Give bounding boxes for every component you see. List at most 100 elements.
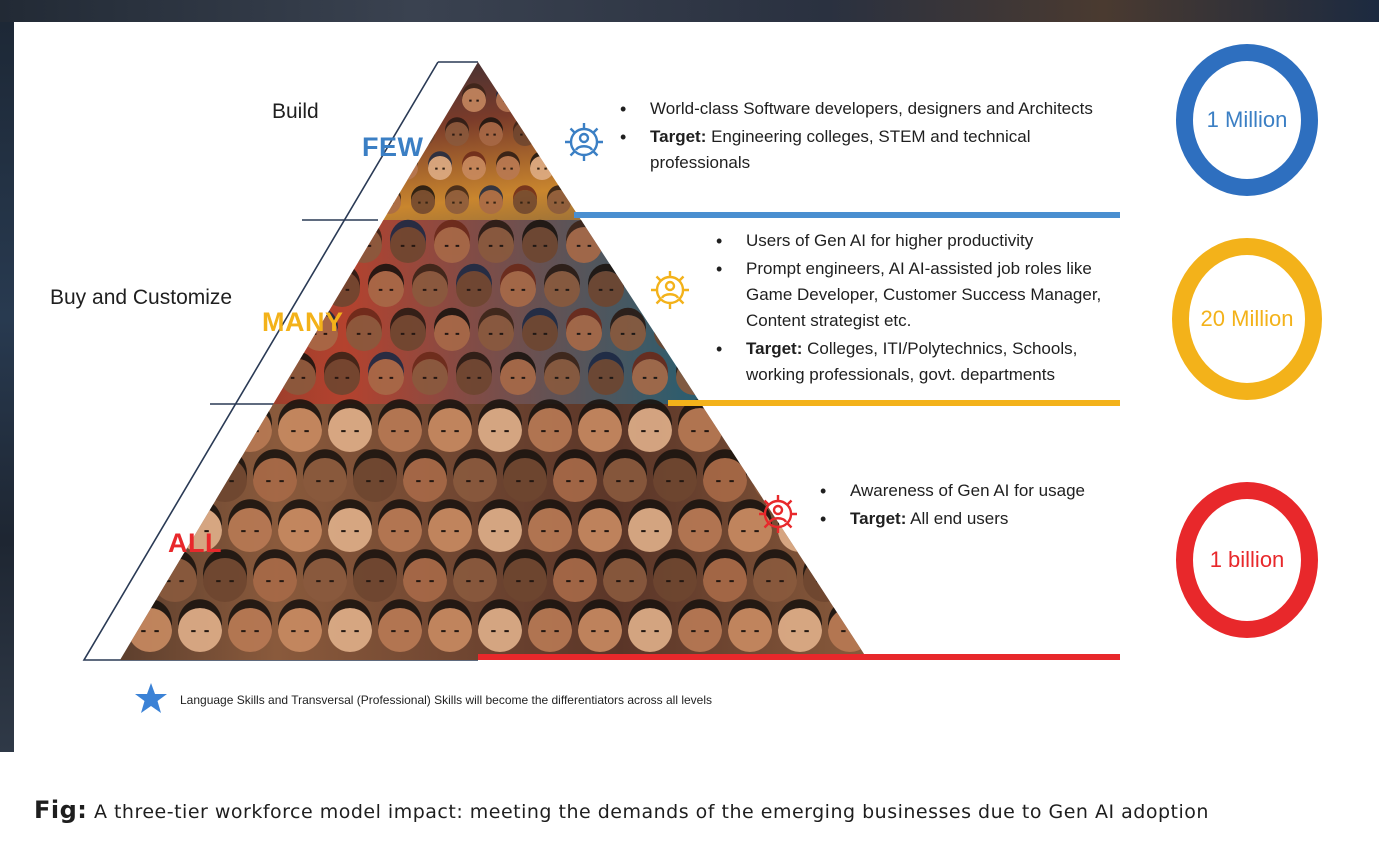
face-illustration — [751, 190, 775, 214]
hair-illustration — [853, 549, 868, 580]
hair-illustration — [678, 599, 722, 630]
hair-illustration — [275, 185, 299, 202]
bullet-text: Users of Gen AI for higher productivity — [746, 231, 1034, 250]
count-ring-many: 20 Million — [1172, 238, 1322, 400]
hair-illustration — [544, 263, 580, 289]
face-illustration — [553, 558, 597, 602]
hair-illustration — [522, 219, 558, 245]
hair-illustration — [445, 117, 469, 134]
face-illustration — [603, 458, 647, 502]
hair-illustration — [214, 307, 250, 333]
face-illustration — [126, 315, 162, 351]
face-illustration — [478, 315, 514, 351]
hair-illustration — [853, 185, 868, 202]
face-illustration — [528, 508, 572, 552]
face-illustration — [390, 315, 426, 351]
face-illustration — [578, 508, 622, 552]
hair-illustration — [803, 449, 847, 480]
hair-illustration — [394, 83, 419, 100]
hair-illustration — [120, 117, 129, 134]
hair-illustration — [173, 117, 197, 134]
bullet-text: Engineering colleges, STEM and technical… — [650, 127, 1031, 172]
face-illustration — [828, 608, 868, 652]
face-illustration — [513, 190, 537, 214]
hair-illustration — [564, 83, 588, 100]
hair-illustration — [411, 185, 435, 202]
hair-illustration — [678, 499, 722, 530]
face-illustration — [678, 408, 722, 452]
face-illustration — [500, 271, 536, 307]
hair-illustration — [224, 151, 248, 168]
figure-caption: Fig: A three-tier workforce model impact… — [34, 794, 1354, 828]
face-illustration — [547, 190, 571, 214]
hair-illustration — [428, 399, 472, 430]
tier-action-buy-customize: Buy and Customize — [50, 286, 233, 309]
face-illustration — [236, 271, 272, 307]
face-illustration — [728, 508, 772, 552]
face-illustration — [275, 190, 299, 214]
hair-illustration — [503, 449, 547, 480]
face-illustration — [703, 458, 747, 502]
hair-illustration — [728, 499, 772, 530]
face-illustration — [253, 458, 297, 502]
bullet-item: Target: Colleges, ITI/Polytechnics, Scho… — [714, 336, 1114, 388]
face-illustration — [120, 359, 140, 395]
hair-illustration — [434, 307, 470, 333]
hair-illustration — [120, 399, 122, 430]
face-illustration — [478, 508, 522, 552]
face-illustration — [578, 608, 622, 652]
face-illustration — [428, 408, 472, 452]
hair-illustration — [192, 351, 228, 377]
face-illustration — [615, 190, 639, 214]
face-illustration — [120, 408, 122, 452]
face-illustration — [456, 271, 492, 307]
hair-illustration — [156, 83, 180, 100]
star-icon — [135, 683, 167, 713]
hair-illustration — [122, 151, 146, 168]
hair-illustration — [368, 263, 404, 289]
face-illustration — [360, 88, 384, 112]
face-illustration — [453, 558, 497, 602]
face-illustration — [170, 227, 206, 263]
face-illustration — [853, 190, 868, 214]
bullet-item: World-class Software developers, designe… — [618, 96, 1118, 122]
face-illustration — [258, 156, 282, 180]
hair-illustration — [628, 399, 672, 430]
hair-illustration — [649, 185, 673, 202]
hair-illustration — [126, 307, 162, 333]
face-illustration — [628, 608, 672, 652]
face-illustration — [522, 315, 558, 351]
hair-illustration — [139, 117, 163, 134]
hair-illustration — [253, 449, 297, 480]
hair-illustration — [456, 263, 492, 289]
hair-illustration — [610, 219, 646, 245]
face-illustration — [170, 315, 206, 351]
bullet-text: Awareness of Gen AI for usage — [850, 481, 1085, 500]
hair-illustration — [632, 351, 668, 377]
face-illustration — [156, 88, 180, 112]
hair-illustration — [120, 499, 122, 530]
hair-illustration — [190, 151, 214, 168]
face-illustration — [178, 608, 222, 652]
hair-illustration — [453, 449, 498, 480]
caption-lead: Fig: — [34, 796, 88, 824]
hair-illustration — [278, 399, 322, 430]
face-illustration — [128, 408, 172, 452]
hair-illustration — [728, 599, 772, 630]
face-illustration — [228, 508, 272, 552]
face-illustration — [653, 458, 697, 502]
bullet-text: Colleges, ITI/Polytechnics, Schools, wor… — [746, 339, 1078, 384]
face-illustration — [428, 156, 452, 180]
face-illustration — [228, 608, 272, 652]
face-illustration — [728, 408, 772, 452]
hair-illustration — [528, 599, 572, 630]
hair-illustration — [603, 549, 647, 580]
face-illustration — [453, 458, 497, 502]
face-illustration — [258, 227, 294, 263]
face-illustration — [717, 190, 741, 214]
face-illustration — [353, 458, 397, 502]
face-illustration — [544, 359, 580, 395]
hair-illustration — [292, 151, 316, 168]
face-illustration — [148, 359, 184, 395]
face-illustration — [462, 156, 486, 180]
